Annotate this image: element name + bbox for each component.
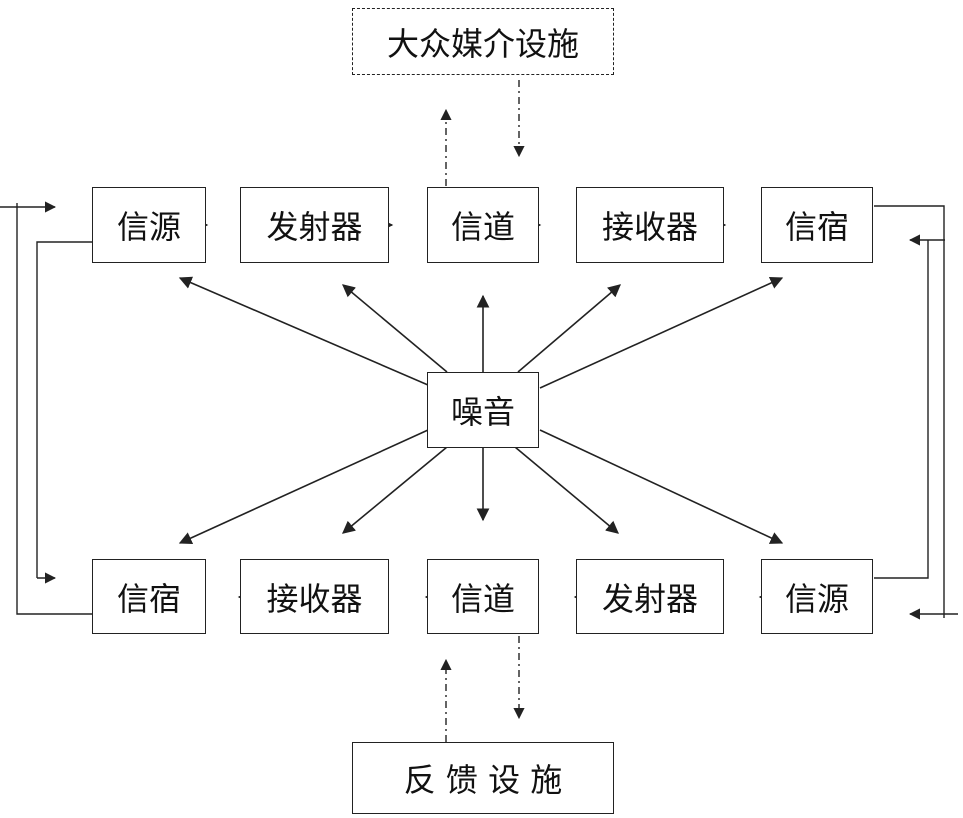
bottom-channel-box: 信道 (427, 559, 539, 634)
mass-media-facility-box: 大众媒介设施 (352, 8, 614, 75)
right-loops (874, 205, 958, 620)
bottom-receiver-box: 接收器 (240, 559, 389, 634)
top-channel-box: 信道 (427, 187, 539, 263)
top-transmitter-box: 发射器 (240, 187, 389, 263)
facility-links (440, 80, 525, 742)
top-destination-box: 信宿 (761, 187, 873, 263)
noise-arrows (178, 276, 784, 545)
noise-box: 噪音 (427, 372, 539, 448)
bottom-destination-box: 信宿 (92, 559, 206, 634)
top-source-box: 信源 (92, 187, 206, 263)
feedback-facility-box: 反 馈 设 施 (352, 742, 614, 814)
bottom-source-box: 信源 (761, 559, 873, 634)
bottom-transmitter-box: 发射器 (576, 559, 724, 634)
left-loops (0, 201, 92, 615)
top-receiver-box: 接收器 (576, 187, 724, 263)
